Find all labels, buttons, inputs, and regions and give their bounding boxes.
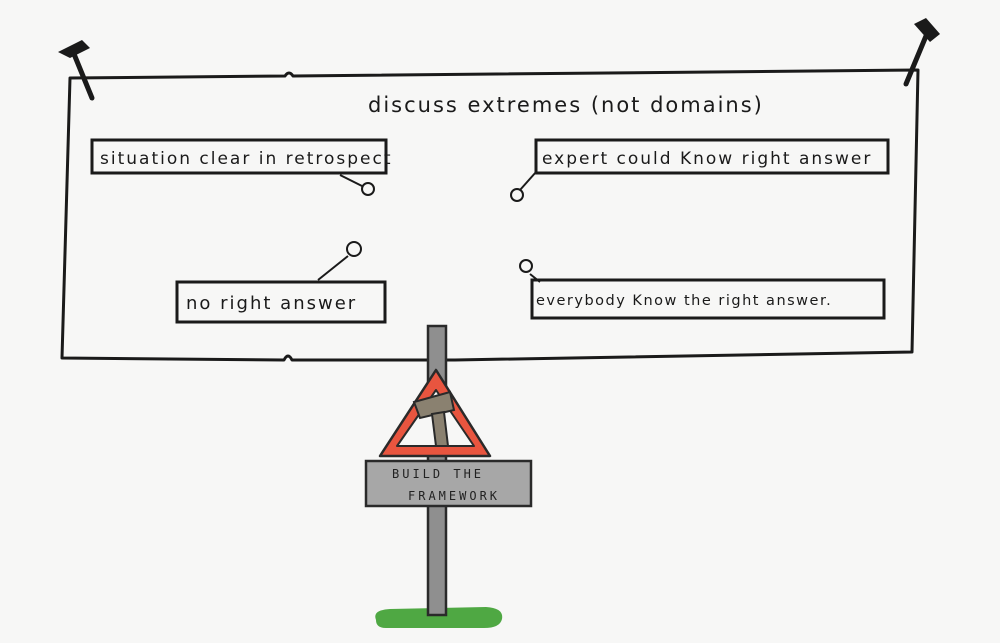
hammer-icon: [412, 390, 456, 447]
sign-line-2: FRAMEWORK: [408, 489, 500, 503]
board-title: discuss extremes (not domains): [368, 93, 764, 117]
note-no-right-answer: no right answer: [175, 241, 387, 324]
signpost: BUILD THE FRAMEWORK: [364, 324, 533, 628]
pin-icon: [510, 188, 524, 202]
pin-icon: [346, 241, 362, 257]
right-nail-icon: [903, 18, 940, 87]
note-label: expert could Know right answer: [542, 149, 872, 169]
board: discuss extremes (not domains) situation…: [58, 18, 940, 362]
note-label: everybody Know the right answer.: [536, 293, 832, 309]
warning-triangle: [378, 368, 492, 458]
board-frame: [60, 68, 920, 362]
left-nail-icon: [58, 40, 95, 101]
note-everybody-knows: everybody Know the right answer.: [519, 259, 886, 320]
sign-line-1: BUILD THE: [392, 467, 484, 481]
note-expert-could-know: expert could Know right answer: [510, 138, 890, 202]
pin-icon: [519, 259, 533, 273]
sign-plate: [364, 459, 533, 508]
pin-icon: [361, 182, 375, 196]
grass: [375, 607, 503, 628]
note-situation-clear: situation clear in retrospect: [90, 138, 393, 196]
note-label: no right answer: [186, 293, 357, 314]
note-label: situation clear in retrospect: [100, 149, 393, 169]
